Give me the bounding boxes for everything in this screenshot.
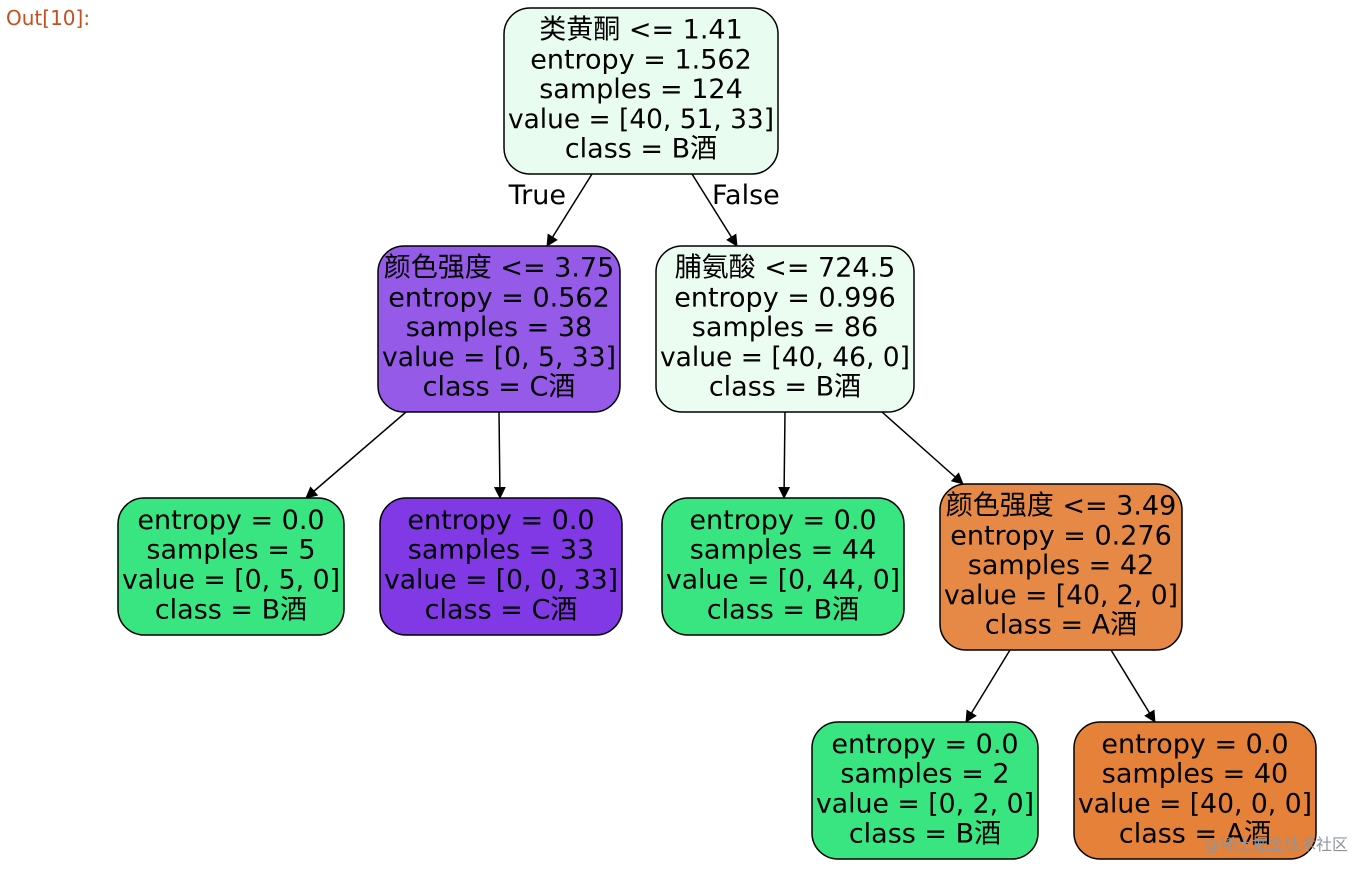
- edge-root-n2: [691, 173, 738, 247]
- edge-n6-n8: [1110, 649, 1156, 723]
- node-text-line: 颜色强度 <= 3.75: [384, 253, 615, 284]
- node-text-line: value = [40, 2, 0]: [944, 580, 1178, 611]
- node-text-line: entropy = 0.0: [137, 505, 324, 536]
- node-text-line: entropy = 0.0: [407, 505, 594, 536]
- node-text-line: value = [0, 44, 0]: [666, 565, 900, 596]
- node-text-line: value = [0, 0, 33]: [384, 565, 618, 596]
- node-text-line: class = B酒: [849, 818, 1001, 849]
- node-text-line: value = [0, 5, 33]: [382, 342, 616, 373]
- node-text-line: entropy = 0.0: [689, 505, 876, 536]
- node-text-line: value = [0, 5, 0]: [122, 565, 340, 596]
- tree-node-box: [379, 497, 623, 636]
- node-text-line: value = [40, 51, 33]: [508, 104, 774, 135]
- node-text-line: 颜色强度 <= 3.49: [946, 491, 1177, 522]
- node-text-line: entropy = 0.996: [674, 282, 896, 313]
- watermark-text: @稀土掘金技术社区: [1203, 835, 1348, 854]
- tree-node-box: [655, 245, 915, 413]
- tree-node-box: [117, 497, 345, 636]
- node-text-line: samples = 38: [406, 312, 592, 343]
- node-text-line: entropy = 0.0: [831, 729, 1018, 760]
- edge-n2-n5: [778, 411, 791, 499]
- node-text-line: samples = 44: [690, 535, 876, 566]
- node-text-line: class = A酒: [985, 610, 1137, 641]
- tree-node-box: [377, 245, 621, 413]
- tree-node-box: [1073, 721, 1317, 860]
- node-text-line: value = [40, 46, 0]: [660, 342, 910, 373]
- edge-label-root-n1: True: [508, 180, 566, 211]
- node-text-line: entropy = 0.276: [950, 520, 1172, 551]
- node-text-line: entropy = 1.562: [530, 44, 752, 75]
- node-text-line: samples = 40: [1102, 759, 1288, 790]
- node-text-line: entropy = 0.562: [388, 282, 610, 313]
- node-text-line: 类黄酮 <= 1.41: [539, 15, 743, 46]
- node-text-line: value = [0, 2, 0]: [816, 789, 1034, 820]
- tree-node-box: [661, 497, 905, 636]
- edge-root-n1: [546, 173, 593, 247]
- edge-n6-n7: [965, 649, 1011, 723]
- node-text-line: class = B酒: [707, 594, 859, 625]
- edge-n2-n6: [881, 411, 964, 485]
- tree-node-box: [811, 721, 1039, 860]
- node-text-line: 脯氨酸 <= 724.5: [675, 253, 896, 284]
- node-text-line: samples = 2: [840, 759, 1009, 790]
- node-text-line: class = B酒: [155, 594, 307, 625]
- node-text-line: class = C酒: [425, 594, 578, 625]
- edge-label-root-n2: False: [712, 180, 780, 211]
- node-text-line: class = A酒: [1119, 818, 1271, 849]
- node-text-line: samples = 124: [539, 74, 743, 105]
- edge-n1-n3: [305, 411, 407, 499]
- edge-n1-n4: [493, 411, 506, 499]
- node-text-line: class = B酒: [709, 372, 861, 403]
- node-text-line: class = B酒: [565, 134, 717, 165]
- node-text-line: entropy = 0.0: [1101, 729, 1288, 760]
- node-text-line: value = [40, 0, 0]: [1078, 789, 1312, 820]
- node-text-line: samples = 5: [146, 535, 315, 566]
- output-prompt-label: Out[10]:: [6, 6, 91, 30]
- node-text-line: samples = 42: [968, 550, 1154, 581]
- tree-node-box: [503, 7, 779, 175]
- node-text-line: class = C酒: [423, 372, 576, 403]
- node-text-line: samples = 33: [408, 535, 594, 566]
- tree-node-box: [939, 483, 1183, 651]
- node-text-line: samples = 86: [692, 312, 878, 343]
